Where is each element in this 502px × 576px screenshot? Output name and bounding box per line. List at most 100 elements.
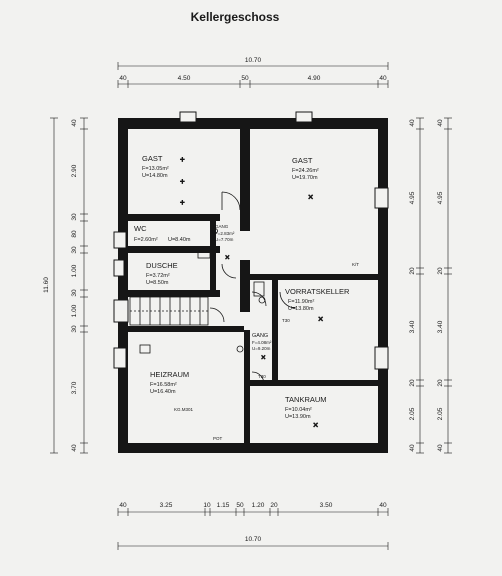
dim-label: 20 [409, 267, 416, 275]
dim-top-total: 10.70 [245, 57, 262, 64]
room-area: F=4.08m² [252, 340, 272, 345]
room-wc: WC F=2.60m² U=8.40m [134, 224, 191, 243]
dim-label: 3.70 [71, 381, 78, 394]
room-gang-mid: GANG F=4.08m² U=9.20m [252, 333, 272, 351]
room-volume: U=8.50m [146, 280, 169, 286]
door-rating-label: T30 [258, 374, 266, 379]
dim-label: 30 [71, 325, 78, 333]
dim-bottom-total: 10.70 [245, 536, 262, 543]
room-area: F=11.90m² [288, 299, 315, 305]
dim-label: 3.50 [320, 502, 333, 509]
room-dusche: DUSCHE F=3.72m² U=8.50m [146, 261, 178, 286]
dim-label: 2.90 [71, 164, 78, 177]
room-name: GAST [142, 154, 163, 163]
dim-label: 40 [437, 444, 444, 452]
room-heizraum: HEIZRAUM F=16.58m² U=16.40m KG.M301 [150, 370, 194, 412]
dim-label: 2.05 [437, 407, 444, 420]
room-gast-right: GAST F=24.26m² U=19.70m [292, 156, 319, 181]
room-volume: U=13.80m [288, 306, 314, 312]
dim-label: 3.40 [437, 320, 444, 333]
dim-label: 10 [203, 502, 211, 509]
dim-label: 40 [379, 502, 387, 509]
room-area: F=16.58m² [150, 382, 177, 388]
room-volume: U=16.40m [150, 389, 176, 395]
dim-label: 4.95 [437, 191, 444, 204]
room-area: F=2.60m² [134, 237, 158, 243]
dim-label: 20 [437, 267, 444, 275]
dim-label: 1.15 [217, 502, 230, 509]
room-name: GANG [215, 224, 229, 229]
room-gang-top: GANG F=2.83m² U=7.70m [215, 224, 235, 242]
dim-label: 40 [379, 75, 387, 82]
dim-label: 40 [119, 502, 127, 509]
room-area: F=2.83m² [215, 231, 235, 236]
room-vorratskeller: VORRATSKELLER F=11.90m² U=13.80m [285, 287, 350, 312]
dim-label: 4.95 [409, 191, 416, 204]
dim-label: 40 [409, 444, 416, 452]
room-area: F=10.04m² [285, 407, 312, 413]
fixtures: + + + × × × × × [139, 155, 324, 430]
plus-marker: + [180, 177, 185, 186]
room-area: F=24.26m² [292, 168, 319, 174]
room-name: DUSCHE [146, 261, 178, 270]
dim-left-total: 11.60 [43, 277, 50, 293]
dim-label: 3.25 [160, 502, 173, 509]
dim-label: 50 [241, 75, 249, 82]
x-marker: × [313, 420, 318, 430]
room-volume: U=9.20m [252, 346, 271, 351]
dim-label: 20 [437, 379, 444, 387]
dimension-lines [50, 62, 452, 550]
dimension-labels: 10.70 40 4.50 50 4.90 40 40 3.25 10 1.15… [43, 57, 444, 543]
room-name: TANKRAUM [285, 395, 327, 404]
dim-label: 40 [119, 75, 127, 82]
pot-label: POT [213, 436, 223, 441]
x-marker: × [318, 314, 323, 324]
dim-label: 20 [409, 379, 416, 387]
room-name: GAST [292, 156, 313, 165]
room-volume: U=19.70m [292, 175, 318, 181]
dim-label: 4.50 [178, 75, 191, 82]
room-name: VORRATSKELLER [285, 287, 350, 296]
room-note: KG.M301 [174, 407, 194, 412]
dim-label: 30 [71, 289, 78, 297]
room-gast-left: GAST F=13.05m² U=14.80m [142, 154, 169, 179]
dim-label: 30 [71, 246, 78, 254]
room-volume: U=13.90m [285, 414, 311, 420]
dim-label: 2.05 [409, 407, 416, 420]
room-volume: U=7.70m [215, 237, 234, 242]
room-area: F=3.72m² [146, 273, 170, 279]
x-marker: × [308, 192, 313, 202]
dim-label: 40 [437, 119, 444, 127]
dim-label: 3.40 [409, 320, 416, 333]
walls [118, 118, 388, 453]
room-name: GANG [252, 333, 268, 339]
dim-label: 50 [236, 502, 244, 509]
dim-label: 80 [71, 230, 78, 238]
plus-marker: + [180, 198, 185, 207]
door-rating-label: T30 [282, 318, 290, 323]
plus-marker: + [180, 155, 185, 164]
kt-label: K/T [352, 262, 359, 267]
dim-label: 30 [71, 213, 78, 221]
dim-label: 1.00 [71, 264, 78, 277]
dim-label: 40 [71, 444, 78, 452]
door-swings [209, 191, 297, 385]
room-name: WC [134, 224, 147, 233]
room-area: F=13.05m² [142, 166, 169, 172]
x-marker: × [261, 353, 266, 362]
dim-label: 4.90 [308, 75, 321, 82]
dim-label: 40 [409, 119, 416, 127]
room-volume: U=14.80m [142, 173, 168, 179]
x-marker: × [225, 253, 230, 262]
dim-label: 1.20 [252, 502, 265, 509]
small-labels: T30 T30 POT K/T [213, 262, 359, 441]
dim-label: 20 [270, 502, 278, 509]
dim-label: 1.00 [71, 304, 78, 317]
plan-title: Kellergeschoss [190, 10, 280, 24]
room-name: HEIZRAUM [150, 370, 189, 379]
room-tankraum: TANKRAUM F=10.04m² U=13.90m [285, 395, 327, 420]
dim-label: 40 [71, 119, 78, 127]
room-volume: U=8.40m [168, 237, 191, 243]
windows [113, 111, 389, 370]
